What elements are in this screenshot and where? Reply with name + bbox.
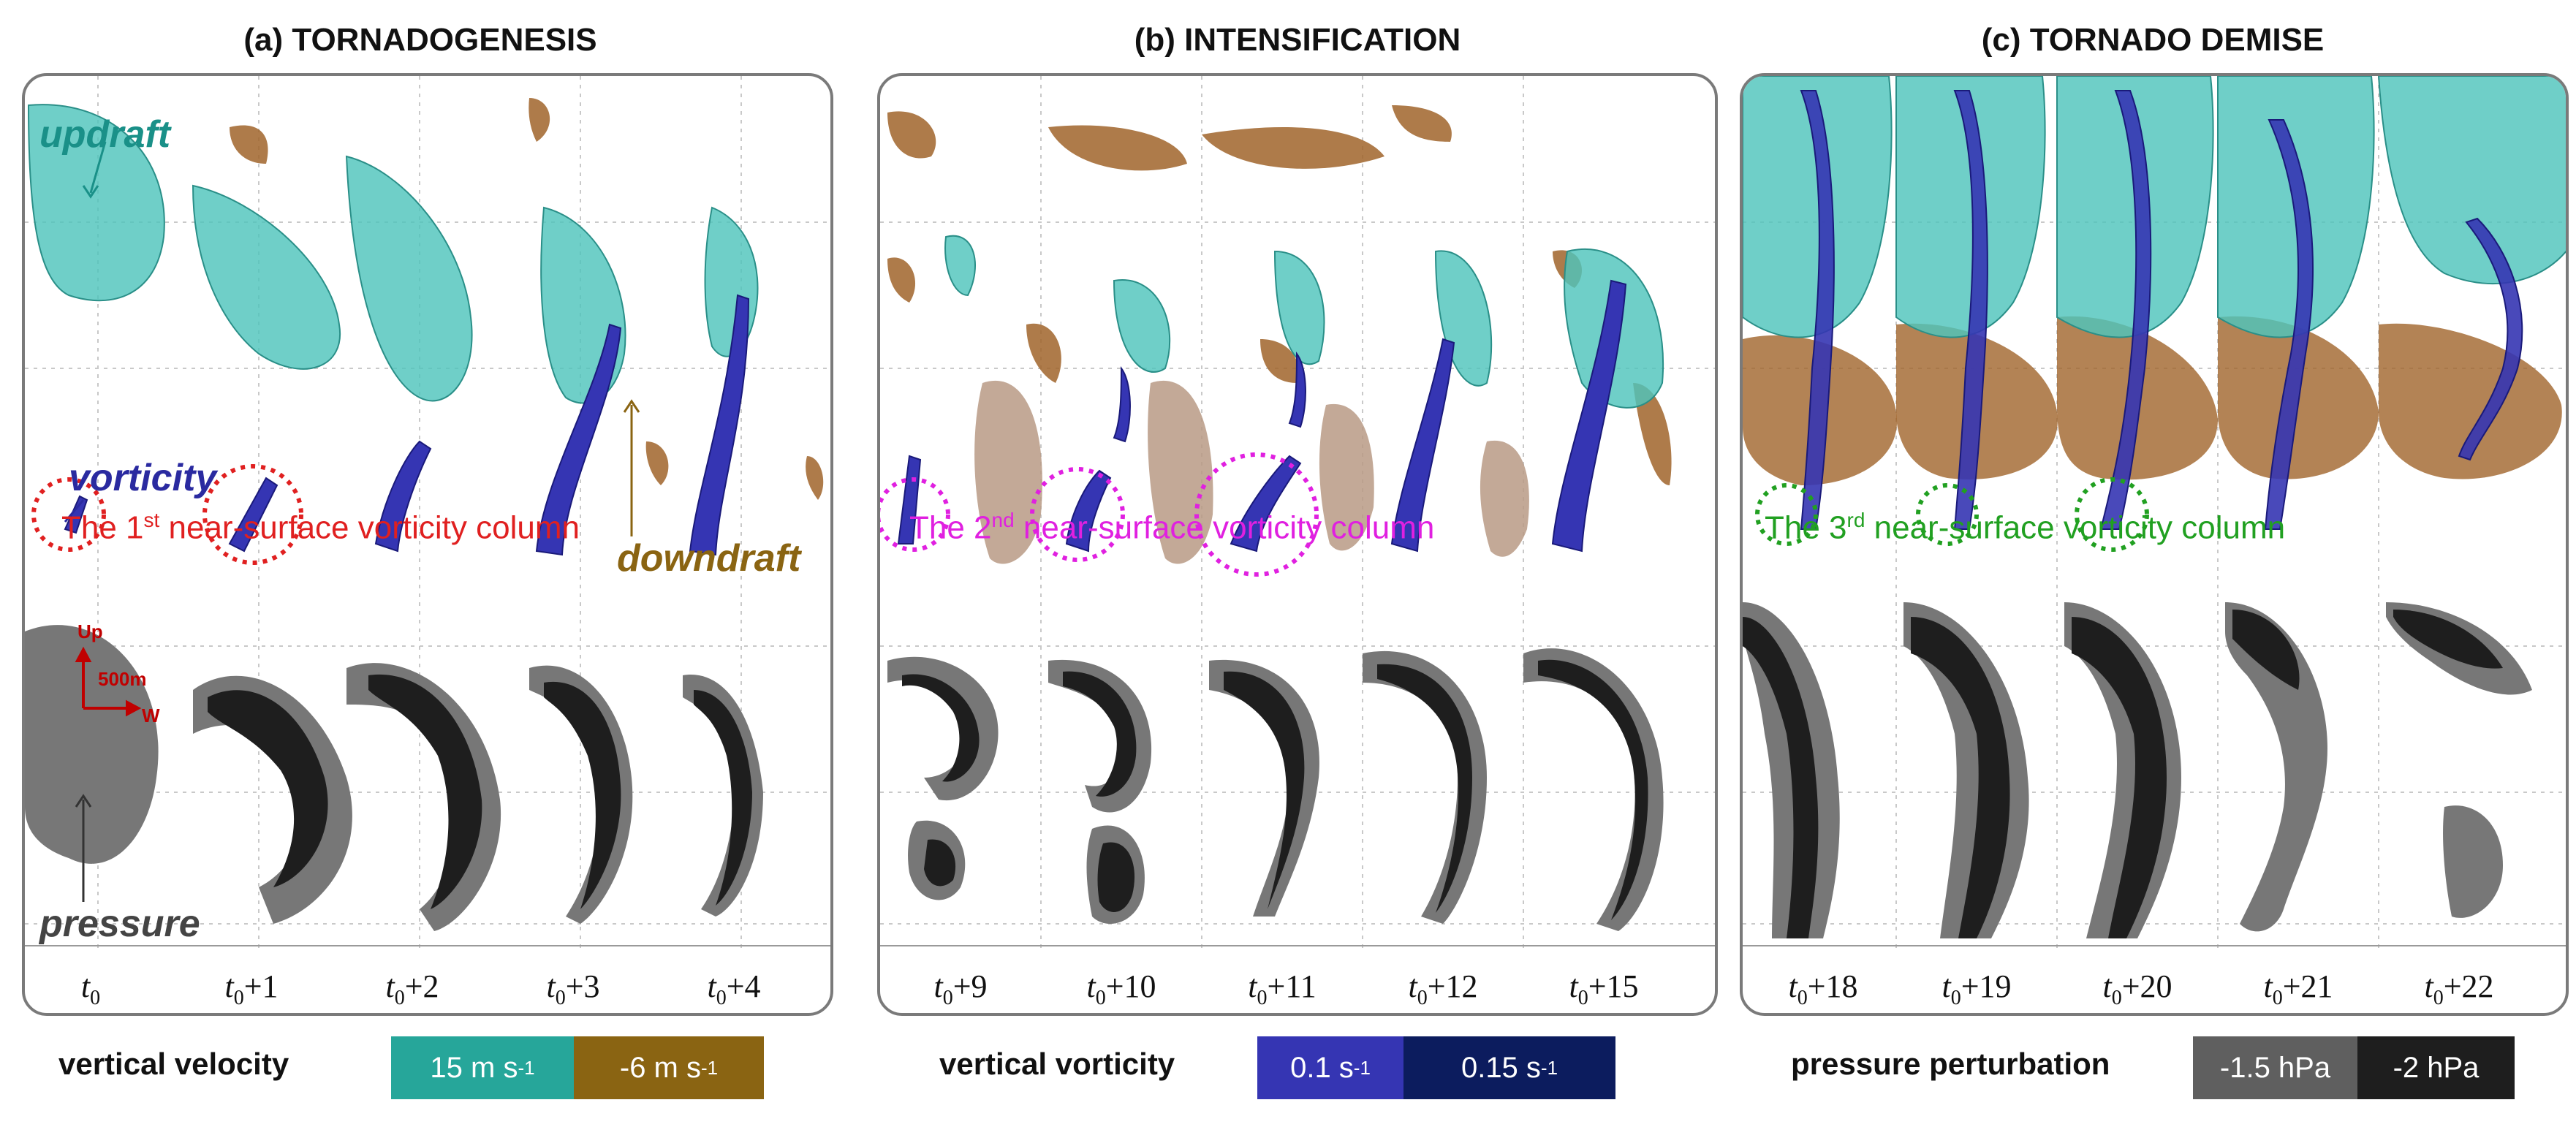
downdraft-isosurfaces (887, 105, 1672, 485)
legend-updraft-swatch: 15 m s-1 (391, 1036, 574, 1099)
panel-a-title: (a) TORNADOGENESIS (243, 22, 597, 58)
time-label: t0+22 (2424, 968, 2494, 1009)
panel-c-figure (1743, 76, 2566, 953)
pressure-isosurfaces (25, 625, 763, 931)
time-label: t0+11 (1248, 968, 1317, 1009)
annotation-arrows (64, 141, 640, 902)
scale-length-label: 500m (98, 668, 147, 690)
time-label: t0+10 (1086, 968, 1156, 1009)
scale-arrows (75, 646, 142, 717)
pressure-isosurfaces (1743, 602, 2532, 938)
scale-up-label: Up (77, 621, 103, 642)
time-label: t0+3 (546, 968, 600, 1009)
panel-b-figure (880, 76, 1715, 953)
panel-b-title: (b) INTENSIFICATION (1134, 22, 1461, 58)
pressure-label: pressure (39, 903, 200, 945)
vorticity-highlight-circles (880, 452, 1319, 577)
legend-velocity-title: vertical velocity (58, 1047, 289, 1081)
updraft-isosurfaces (27, 104, 759, 404)
vorticity-isosurfaces (1800, 90, 2523, 530)
panel-tornadogenesis: updraft vorticity downdraft pressure The… (22, 73, 833, 1016)
vorticity-isosurfaces (897, 279, 1627, 553)
downdraft-isosurfaces (1743, 316, 2562, 485)
updraft-label: updraft (39, 113, 171, 156)
time-label: t0+9 (933, 968, 988, 1009)
vorticity-isosurfaces (64, 294, 750, 556)
time-label: t0 (80, 968, 101, 1009)
time-label: t0+2 (385, 968, 439, 1009)
panel-a-figure (25, 76, 830, 953)
legend-pressure-light-swatch: -1.5 hPa (2193, 1036, 2357, 1099)
caption-first-vorticity-column: The 1st near-surface vorticity column (61, 509, 580, 546)
vorticity-highlight-circles (1755, 477, 2149, 552)
panel-c-title: (c) TORNADO DEMISE (1981, 22, 2325, 58)
vorticity-label: vorticity (69, 457, 217, 499)
time-label: t0+12 (1408, 968, 1478, 1009)
downdraft-label: downdraft (617, 537, 801, 580)
downdraft-isosurfaces (230, 98, 824, 500)
legend-pressure-dark-swatch: -2 hPa (2357, 1036, 2515, 1099)
time-label: t0+18 (1788, 968, 1858, 1009)
legend-vorticity-dark-swatch: 0.15 s-1 (1403, 1036, 1615, 1099)
time-label: t0+19 (1942, 968, 2012, 1009)
caption-third-vorticity-column: The 3rd near-surface vorticity column (1765, 509, 2286, 546)
caption-second-vorticity-column: The 2nd near-surface vorticity column (909, 509, 1435, 546)
pressure-isosurfaces (887, 648, 1664, 931)
legend-vorticity-title: vertical vorticity (939, 1047, 1175, 1081)
updraft-isosurfaces (1743, 76, 2566, 338)
legend-pressure-title: pressure perturbation (1791, 1047, 2110, 1081)
legend-vorticity-light-swatch: 0.1 s-1 (1257, 1036, 1403, 1099)
panel-intensification: The 2nd near-surface vorticity column t0… (877, 73, 1718, 1016)
vorticity-highlight-circles (31, 464, 303, 565)
scale-west-label: W (142, 705, 160, 726)
time-label: t0+1 (224, 968, 279, 1009)
time-label: t0+4 (707, 968, 761, 1009)
legend-downdraft-swatch: -6 m s-1 (574, 1036, 764, 1099)
panel-tornado-demise: The 3rd near-surface vorticity column t0… (1740, 73, 2569, 1016)
time-label: t0+15 (1569, 968, 1639, 1009)
time-label: t0+20 (2102, 968, 2172, 1009)
time-label: t0+21 (2263, 968, 2333, 1009)
